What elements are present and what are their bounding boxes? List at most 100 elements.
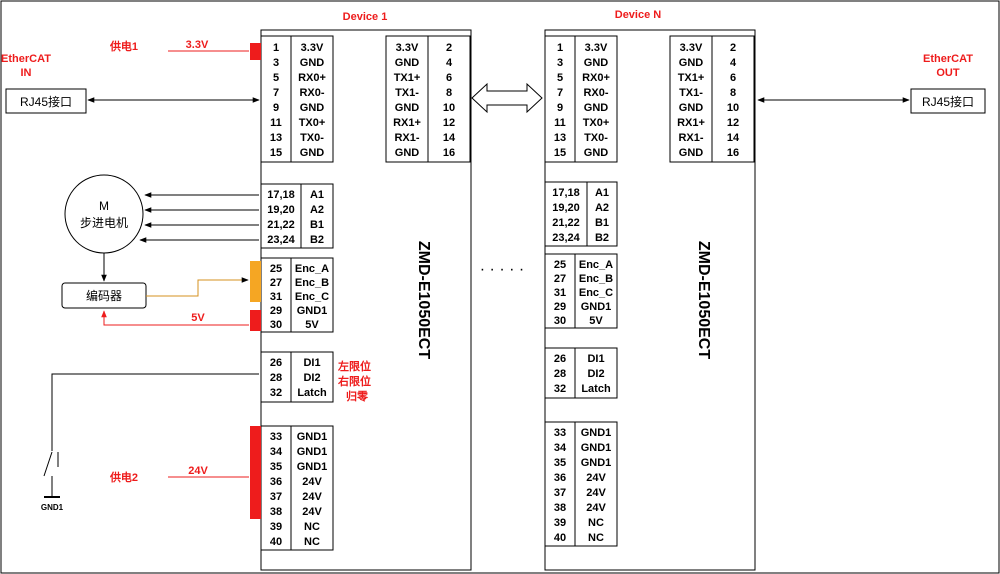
pin-name: GND — [300, 147, 325, 159]
rj45-in-box — [5, 88, 87, 114]
pin-num: 31 — [554, 287, 566, 299]
pin-name: Enc_C — [295, 291, 329, 303]
pin-num: 27 — [270, 277, 282, 289]
pin-num: 2 — [730, 42, 736, 54]
pin-num: 3 — [273, 57, 279, 69]
rj45-out-label: RJ45接口 — [922, 94, 974, 109]
pin-num: 28 — [270, 372, 282, 384]
pin-name: GND1 — [297, 461, 328, 473]
pin-num: 13 — [554, 132, 566, 144]
switch-gnd-label: GND1 — [41, 503, 64, 512]
pin-name: A2 — [310, 204, 324, 216]
pin-num: 26 — [270, 357, 282, 369]
pin-name: TX1+ — [394, 72, 421, 84]
motor-name: 步进电机 — [80, 216, 128, 230]
pin-name: GND1 — [297, 431, 328, 443]
power1-voltage: 3.3V — [186, 39, 209, 51]
pin-name: 3.3V — [585, 42, 608, 54]
pin-name: TX1+ — [678, 72, 705, 84]
pin-name: GND1 — [581, 457, 612, 469]
pin-name: DI2 — [303, 372, 320, 384]
pin-name: 5V — [305, 319, 319, 331]
pin-name: GND — [584, 102, 609, 114]
pin-name: RX1- — [678, 132, 703, 144]
pin-num: 37 — [270, 491, 282, 503]
device-n-model: ZMD-E1050ECT — [695, 241, 712, 359]
ethercat-out-line2: OUT — [936, 67, 960, 79]
pin-name: 24V — [302, 476, 322, 488]
pin-num: 40 — [554, 532, 566, 544]
pin-num: 32 — [554, 383, 566, 395]
pin-name: GND — [584, 57, 609, 69]
pin-name: RX0- — [583, 87, 608, 99]
pin-name: GND — [300, 102, 325, 114]
pin-name: A1 — [595, 187, 609, 199]
pin-num: 15 — [270, 147, 282, 159]
pin-name: TX1- — [679, 87, 703, 99]
pin-num: 7 — [273, 87, 279, 99]
encoder-5v-label: 5V — [191, 312, 205, 324]
dn-motor-group: 17,18 19,20 21,22 23,24 A1 A2 B1 B2 — [544, 181, 618, 247]
encoder-connector — [250, 261, 261, 302]
pin-num: 21,22 — [552, 217, 580, 229]
pin-num: 19,20 — [267, 204, 295, 216]
pin-num: 10 — [727, 102, 739, 114]
pin-num: 17,18 — [267, 189, 295, 201]
pin-num: 12 — [727, 117, 739, 129]
device-link-arrow — [471, 82, 543, 114]
pin-name: GND — [679, 102, 704, 114]
pin-name: TX1- — [395, 87, 419, 99]
power1-label: 供电1 — [109, 39, 138, 53]
pin-name: GND1 — [581, 301, 612, 313]
ethercat-in-line1: EtherCAT — [1, 53, 51, 65]
rj45-in-label: RJ45接口 — [20, 94, 72, 109]
pin-name: 24V — [586, 487, 606, 499]
pin-num: 33 — [270, 431, 282, 443]
pin-num: 5 — [557, 72, 563, 84]
pin-name: GND — [679, 147, 704, 159]
pin-name: Enc_C — [579, 287, 613, 299]
pin-num: 29 — [270, 305, 282, 317]
pin-name: TX0+ — [583, 117, 610, 129]
pin-name: A2 — [595, 202, 609, 214]
pin-num: 8 — [730, 87, 736, 99]
pin-name: GND — [584, 147, 609, 159]
pin-name: GND — [395, 102, 420, 114]
pin-num: 11 — [554, 117, 566, 129]
pin-name: RX1- — [394, 132, 419, 144]
pin-num: 34 — [270, 446, 283, 458]
pin-name: Latch — [581, 383, 611, 395]
pin-num: 23,24 — [267, 234, 295, 246]
pin-num: 37 — [554, 487, 566, 499]
rj45-out-box — [910, 88, 986, 114]
power2-label: 供电2 — [109, 470, 138, 484]
stepper-motor — [64, 174, 144, 254]
homing-label: 归零 — [346, 389, 369, 403]
pin-num: 9 — [557, 102, 563, 114]
pin-num: 14 — [727, 132, 740, 144]
pin-name: 24V — [586, 502, 606, 514]
pin-num: 35 — [270, 461, 282, 473]
pin-num: 6 — [446, 72, 452, 84]
pin-name: GND1 — [581, 427, 612, 439]
pin-num: 8 — [446, 87, 452, 99]
pin-num: 28 — [554, 368, 566, 380]
pin-name: RX1+ — [677, 117, 705, 129]
ethercat-in-line2: IN — [21, 67, 32, 79]
encoder-5v-connector — [250, 310, 261, 331]
pin-num: 7 — [557, 87, 563, 99]
dn-comm-left-group: 1 3 5 7 9 11 13 15 3.3V GND RX0+ RX0- GN… — [544, 35, 618, 163]
dn-io-group: 26 28 32 DI1 DI2 Latch — [544, 347, 618, 399]
power2-connector — [250, 426, 261, 519]
pin-num: 21,22 — [267, 219, 295, 231]
pin-name: TX0- — [584, 132, 608, 144]
pin-num: 32 — [270, 387, 282, 399]
pin-num: 4 — [446, 57, 453, 69]
pin-num: 38 — [554, 502, 566, 514]
pin-num: 27 — [554, 273, 566, 285]
pin-name: NC — [588, 532, 604, 544]
device-1-model: ZMD-E1050ECT — [415, 241, 432, 359]
pin-num: 35 — [554, 457, 566, 469]
pin-name: DI2 — [587, 368, 604, 380]
pin-name: 24V — [586, 472, 606, 484]
